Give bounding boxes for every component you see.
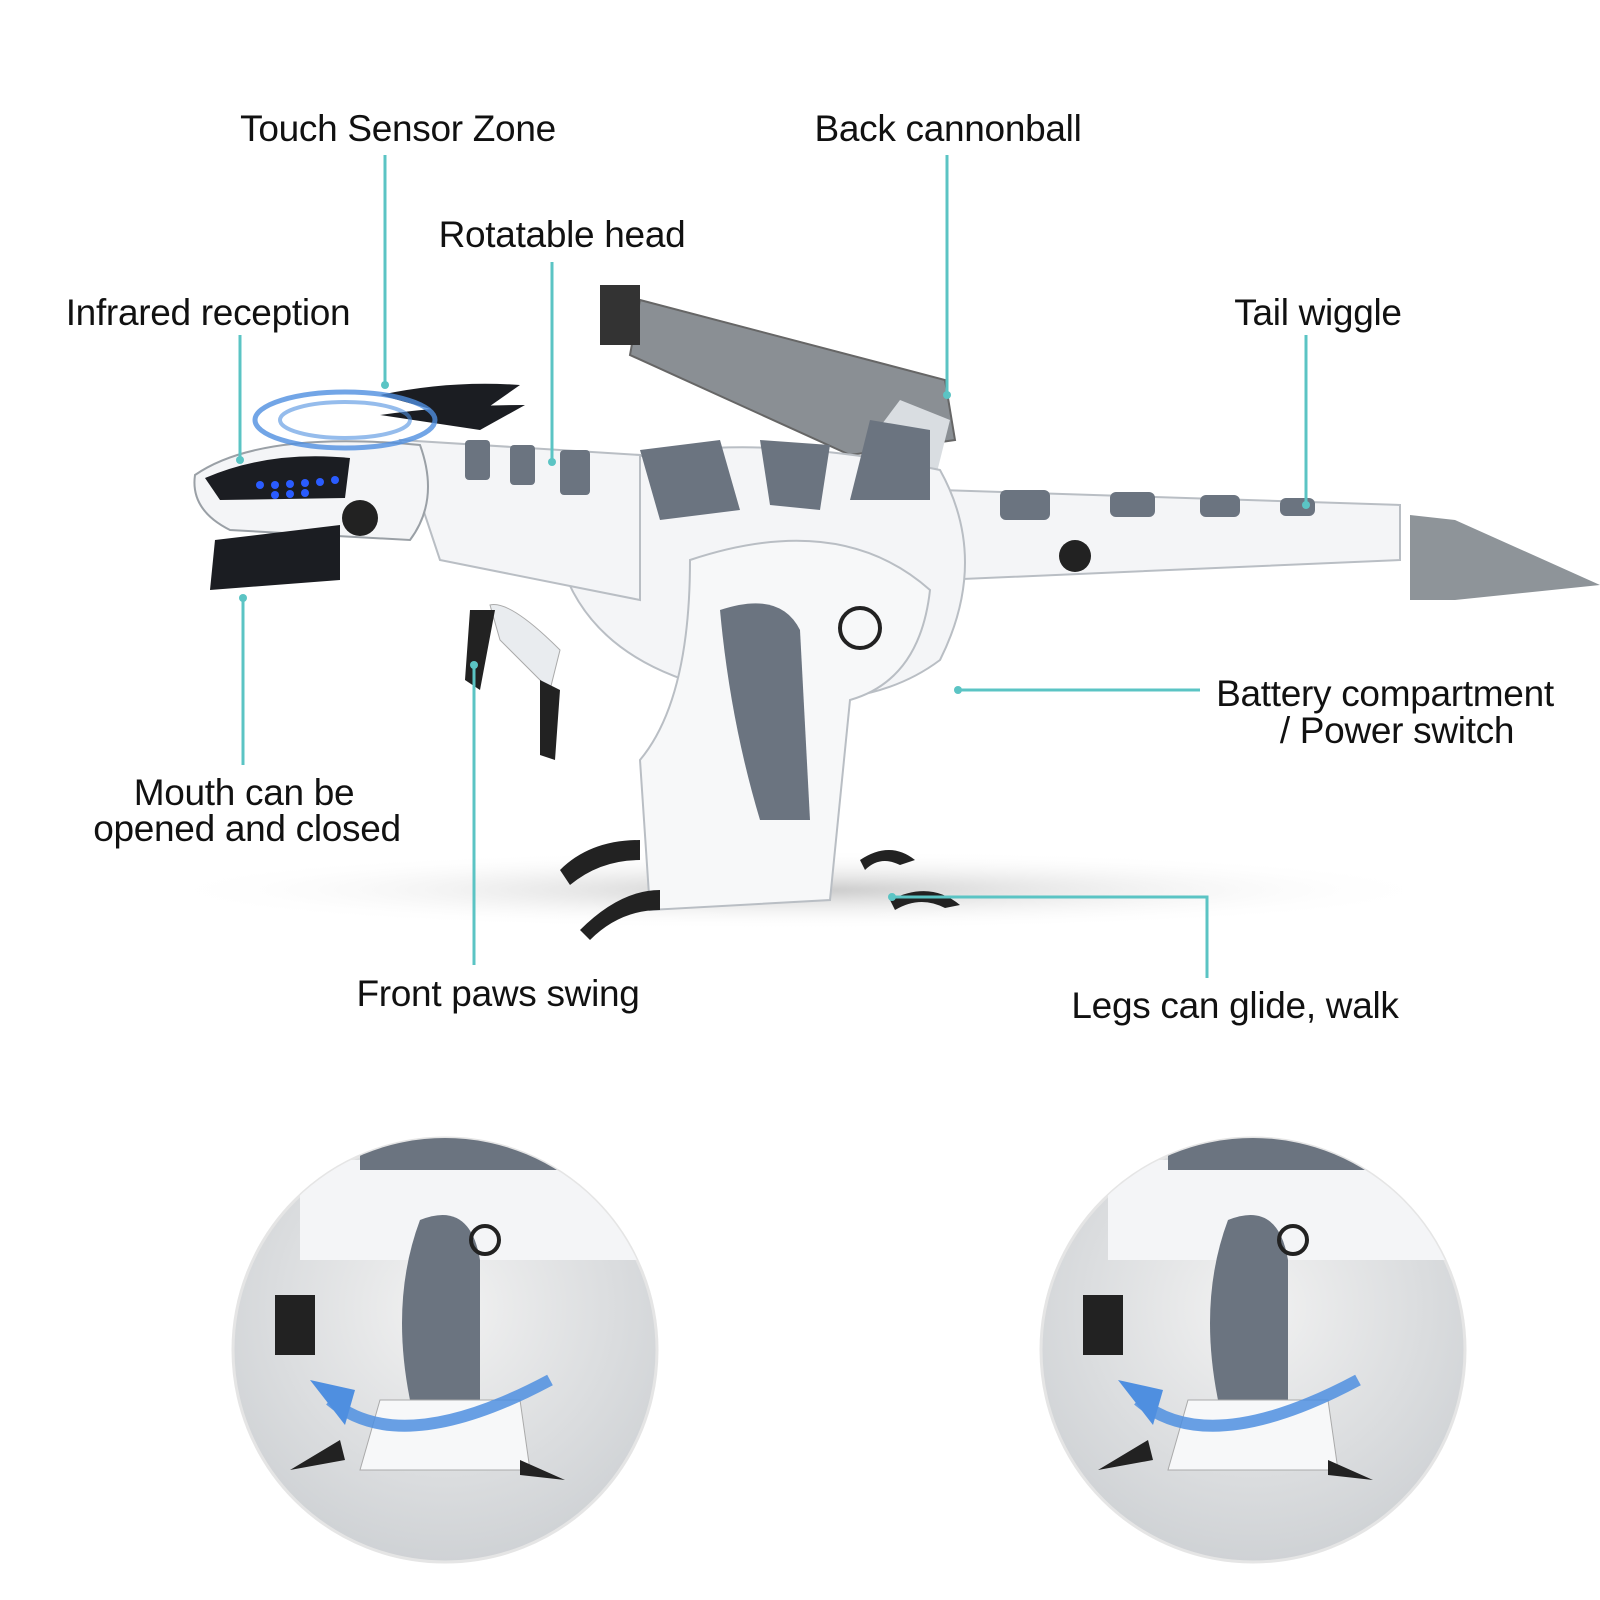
emblem-icon	[838, 606, 882, 650]
rotate-arrow-icon	[326, 1374, 553, 1432]
rotate-arrow-icon	[1134, 1374, 1361, 1432]
label-mouth-line1: Mouth can be	[133, 772, 355, 813]
label-power-switch: / Power switch	[1279, 710, 1515, 751]
head	[193, 383, 525, 590]
touch-ring-icon	[252, 389, 438, 451]
label-battery-compartment: Battery compartment	[1216, 673, 1554, 714]
led-icon	[256, 476, 339, 499]
tail	[939, 488, 1600, 600]
body	[559, 420, 966, 912]
label-front-paws-swing: Front paws swing	[356, 973, 640, 1014]
label-rotatable-head: Rotatable head	[438, 214, 686, 255]
label-back-cannonball: Back cannonball	[814, 108, 1082, 149]
leg-motion-inset-right	[1039, 1136, 1467, 1564]
front-arm	[465, 604, 561, 760]
leg-motion-inset-left	[231, 1136, 659, 1564]
leader-lines	[238, 155, 1308, 978]
label-legs-glide-walk: Legs can glide, walk	[1071, 985, 1399, 1026]
label-tail-wiggle: Tail wiggle	[1234, 292, 1402, 333]
label-infrared-reception: Infrared reception	[65, 292, 351, 333]
label-mouth-line2: opened and closed	[93, 808, 401, 849]
label-touch-sensor-zone: Touch Sensor Zone	[240, 108, 556, 149]
neck	[398, 438, 641, 602]
